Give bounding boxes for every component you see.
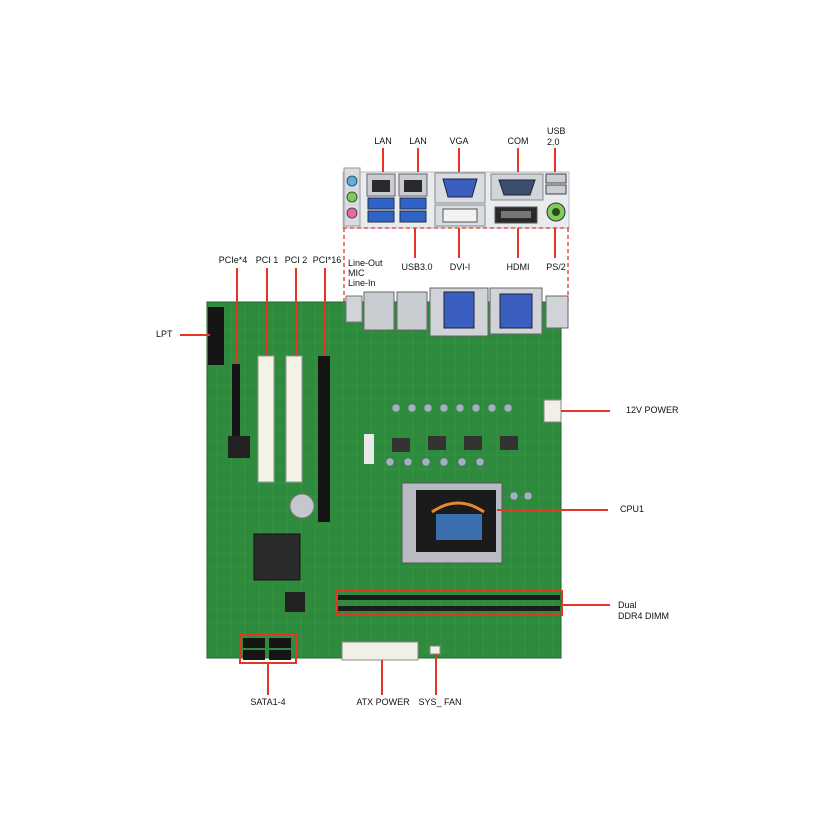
label-vga: VGA bbox=[449, 136, 469, 146]
label-pcie16: PCI*16 bbox=[312, 255, 342, 265]
sysfan-header bbox=[429, 645, 441, 655]
sata-connectors bbox=[243, 638, 291, 660]
cmos-battery bbox=[289, 493, 315, 519]
label-lan2: LAN bbox=[409, 136, 427, 146]
pcie4-slot bbox=[232, 364, 240, 444]
atx-power-connector bbox=[341, 641, 419, 661]
label-usb2: USB 2.0 bbox=[547, 126, 566, 147]
label-12v-power: 12V POWER bbox=[626, 405, 679, 415]
label-usb3: USB3.0 bbox=[401, 262, 433, 272]
label-pci2: PCI 2 bbox=[284, 255, 308, 265]
cpu-socket bbox=[401, 482, 503, 564]
vga-port bbox=[434, 172, 486, 204]
label-lan1: LAN bbox=[374, 136, 392, 146]
pci2-slot bbox=[285, 355, 303, 483]
ps2-port bbox=[546, 202, 566, 222]
dvi-port bbox=[434, 204, 486, 227]
label-atx-power: ATX POWER bbox=[356, 697, 410, 707]
label-ps2: PS/2 bbox=[546, 262, 566, 272]
label-dual-ddr4-dimm: Dual DDR4 DIMM bbox=[618, 600, 669, 621]
label-hdmi: HDMI bbox=[506, 262, 530, 272]
io-panel-outline bbox=[343, 227, 569, 312]
label-pci1: PCI 1 bbox=[255, 255, 279, 265]
label-sata: SATA1-4 bbox=[250, 697, 286, 707]
audio-jacks bbox=[343, 167, 361, 227]
pci1-slot bbox=[257, 355, 275, 483]
com-port bbox=[490, 173, 544, 201]
lan1-port bbox=[366, 173, 396, 223]
lpt-header bbox=[208, 307, 224, 365]
pcb bbox=[206, 287, 569, 661]
label-audio: Line-Out MIC Line-In bbox=[348, 258, 383, 288]
board-rear-io bbox=[345, 287, 569, 337]
io-panel bbox=[342, 167, 570, 229]
usb2-ports bbox=[545, 173, 567, 195]
lan2-port bbox=[398, 173, 428, 223]
label-sys-fan: SYS_ FAN bbox=[418, 697, 462, 707]
hdmi-port bbox=[494, 206, 538, 224]
label-pcie4: PCIe*4 bbox=[218, 255, 248, 265]
label-lpt: LPT bbox=[156, 329, 173, 339]
label-com: COM bbox=[507, 136, 529, 146]
label-dvi: DVI-I bbox=[449, 262, 471, 272]
label-cpu1: CPU1 bbox=[620, 504, 645, 514]
pcie16-slot bbox=[318, 356, 330, 522]
chipset-heatsink bbox=[253, 533, 301, 581]
dimm-slots bbox=[338, 595, 560, 611]
power12v-connector bbox=[543, 399, 562, 423]
capacitors bbox=[385, 403, 533, 501]
callout-lines bbox=[180, 148, 610, 695]
